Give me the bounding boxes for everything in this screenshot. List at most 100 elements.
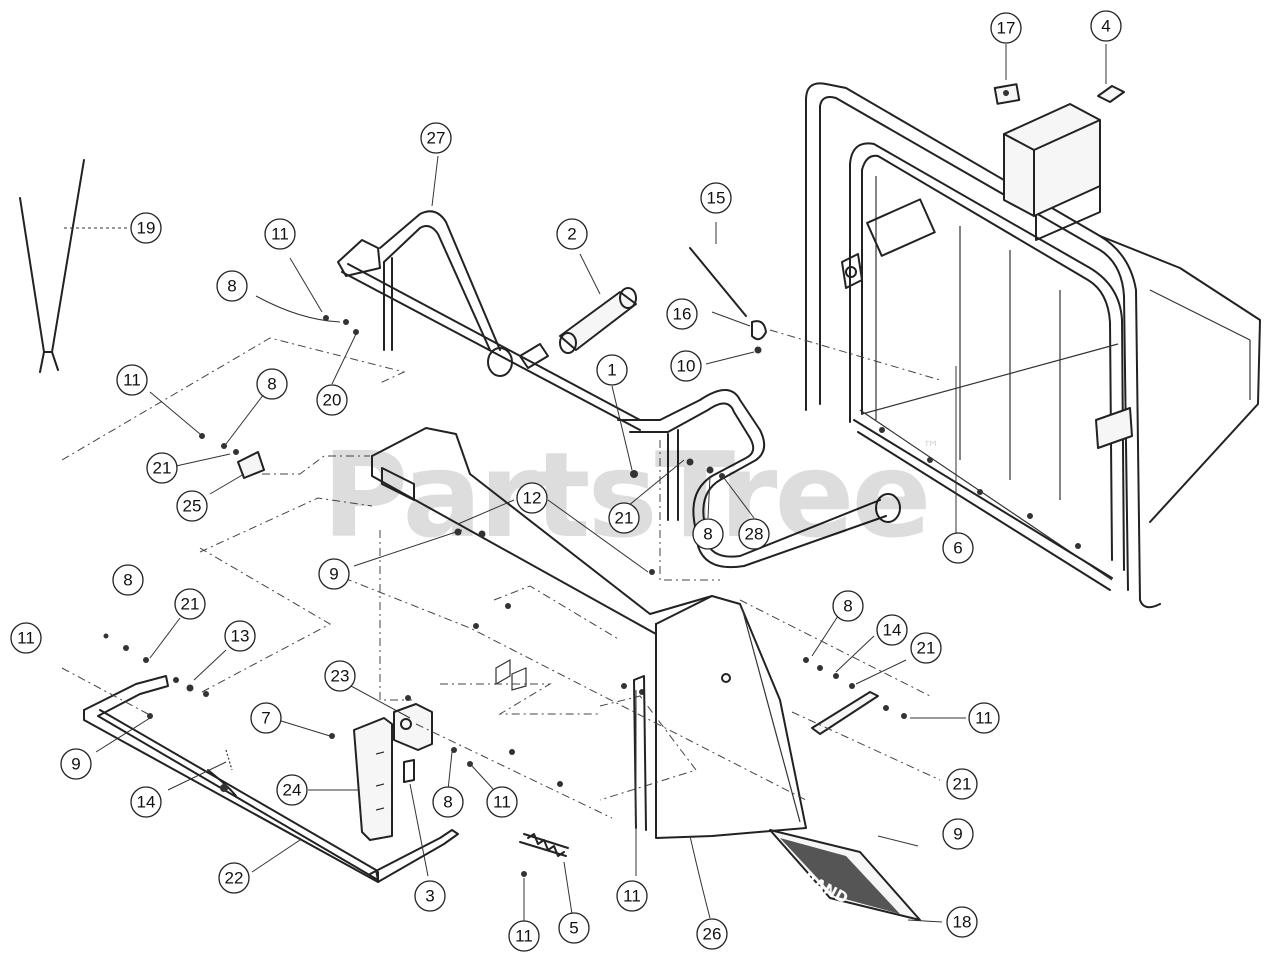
callout-circle	[216, 270, 248, 302]
callout-circle	[316, 384, 348, 416]
callout-circle	[218, 862, 250, 894]
callout-number: 23	[331, 667, 350, 686]
callout-circle	[432, 786, 464, 818]
callout-9: 9	[60, 748, 92, 780]
callout-11: 11	[264, 218, 296, 250]
callout-number: 21	[153, 459, 172, 478]
callout-9: 9	[318, 558, 350, 590]
callout-number: 9	[953, 825, 962, 844]
brand-decal-part: BRAND	[769, 829, 943, 923]
callout-circle	[224, 620, 256, 652]
rod-and-clip-part	[689, 222, 767, 365]
callout-circle	[130, 786, 162, 818]
callout-11: 11	[10, 622, 42, 654]
callout-circle	[146, 452, 178, 484]
callout-circle	[946, 906, 978, 938]
lower-frame-part	[61, 547, 459, 883]
callout-circle	[910, 632, 942, 664]
right-link-part	[739, 599, 966, 781]
callout-circle	[942, 532, 974, 564]
callout-5: 5	[558, 912, 590, 944]
callout-circle	[420, 122, 452, 154]
callout-number: 21	[953, 775, 972, 794]
callout-number: 6	[953, 539, 962, 558]
callout-number: 8	[443, 793, 452, 812]
callout-21: 21	[946, 768, 978, 800]
callout-circle	[264, 218, 296, 250]
callout-3: 3	[414, 880, 446, 912]
callout-8: 8	[216, 270, 248, 302]
callout-number: 9	[329, 565, 338, 584]
callout-number: 14	[137, 793, 156, 812]
callout-circle	[276, 774, 308, 806]
callout-19: 19	[130, 212, 162, 244]
callout-number: 5	[569, 919, 578, 938]
callout-circle	[596, 354, 628, 386]
trademark-symbol: ™	[922, 438, 940, 459]
main-side-panel-part	[199, 427, 807, 919]
callout-18: 18	[946, 906, 978, 938]
callout-circle	[968, 702, 1000, 734]
callout-11: 11	[968, 702, 1000, 734]
callout-number: 11	[271, 225, 289, 244]
callout-number: 12	[523, 489, 542, 508]
callout-number: 8	[123, 571, 132, 590]
callout-12: 12	[516, 482, 548, 514]
callout-28: 28	[738, 518, 770, 550]
rear-hopper-frame-part	[769, 44, 1261, 609]
callout-number: 27	[427, 129, 446, 148]
callout-circle	[558, 912, 590, 944]
callout-11: 11	[508, 920, 540, 952]
callout-14: 14	[130, 786, 162, 818]
callout-11: 11	[116, 364, 148, 396]
callout-circle	[990, 12, 1022, 44]
callout-number: 26	[703, 925, 722, 944]
callout-circle	[508, 920, 540, 952]
callout-number: 13	[231, 627, 250, 646]
callout-8: 8	[692, 518, 724, 550]
callout-number: 3	[425, 887, 434, 906]
callout-circle	[946, 768, 978, 800]
callout-2: 2	[556, 218, 588, 250]
callout-21: 21	[146, 452, 178, 484]
callout-6: 6	[942, 532, 974, 564]
callout-13: 13	[224, 620, 256, 652]
callout-21: 21	[910, 632, 942, 664]
spring-part	[519, 833, 573, 922]
roller-tube-part	[519, 287, 637, 369]
callout-20: 20	[316, 384, 348, 416]
cable-strap-part	[19, 159, 130, 373]
callout-21: 21	[174, 588, 206, 620]
left-bracket-hardware	[61, 257, 406, 495]
callout-circle	[608, 502, 640, 534]
callout-circle	[670, 350, 702, 382]
callout-circle	[60, 748, 92, 780]
callout-circle	[116, 364, 148, 396]
callout-number: 9	[71, 755, 80, 774]
callout-8: 8	[256, 368, 288, 400]
callout-number: 2	[567, 225, 576, 244]
callout-circle	[876, 614, 908, 646]
callout-circle	[130, 212, 162, 244]
callout-number: 22	[225, 869, 244, 888]
callout-17: 17	[990, 12, 1022, 44]
callout-circle	[1090, 10, 1122, 42]
callout-21: 21	[608, 502, 640, 534]
callout-circle	[666, 298, 698, 330]
callout-number: 21	[615, 509, 634, 528]
callout-circle	[10, 622, 42, 654]
callout-8: 8	[832, 590, 864, 622]
callout-15: 15	[700, 182, 732, 214]
callout-number: 11	[975, 709, 993, 728]
callout-7: 7	[250, 702, 282, 734]
callout-number: 14	[883, 621, 902, 640]
watermark-text: PartsTree	[322, 426, 929, 564]
callout-circle	[174, 588, 206, 620]
callout-22: 22	[218, 862, 250, 894]
callout-circle	[832, 590, 864, 622]
callout-number: 7	[261, 709, 270, 728]
callout-number: 28	[745, 525, 764, 544]
callout-number: 10	[677, 357, 696, 376]
